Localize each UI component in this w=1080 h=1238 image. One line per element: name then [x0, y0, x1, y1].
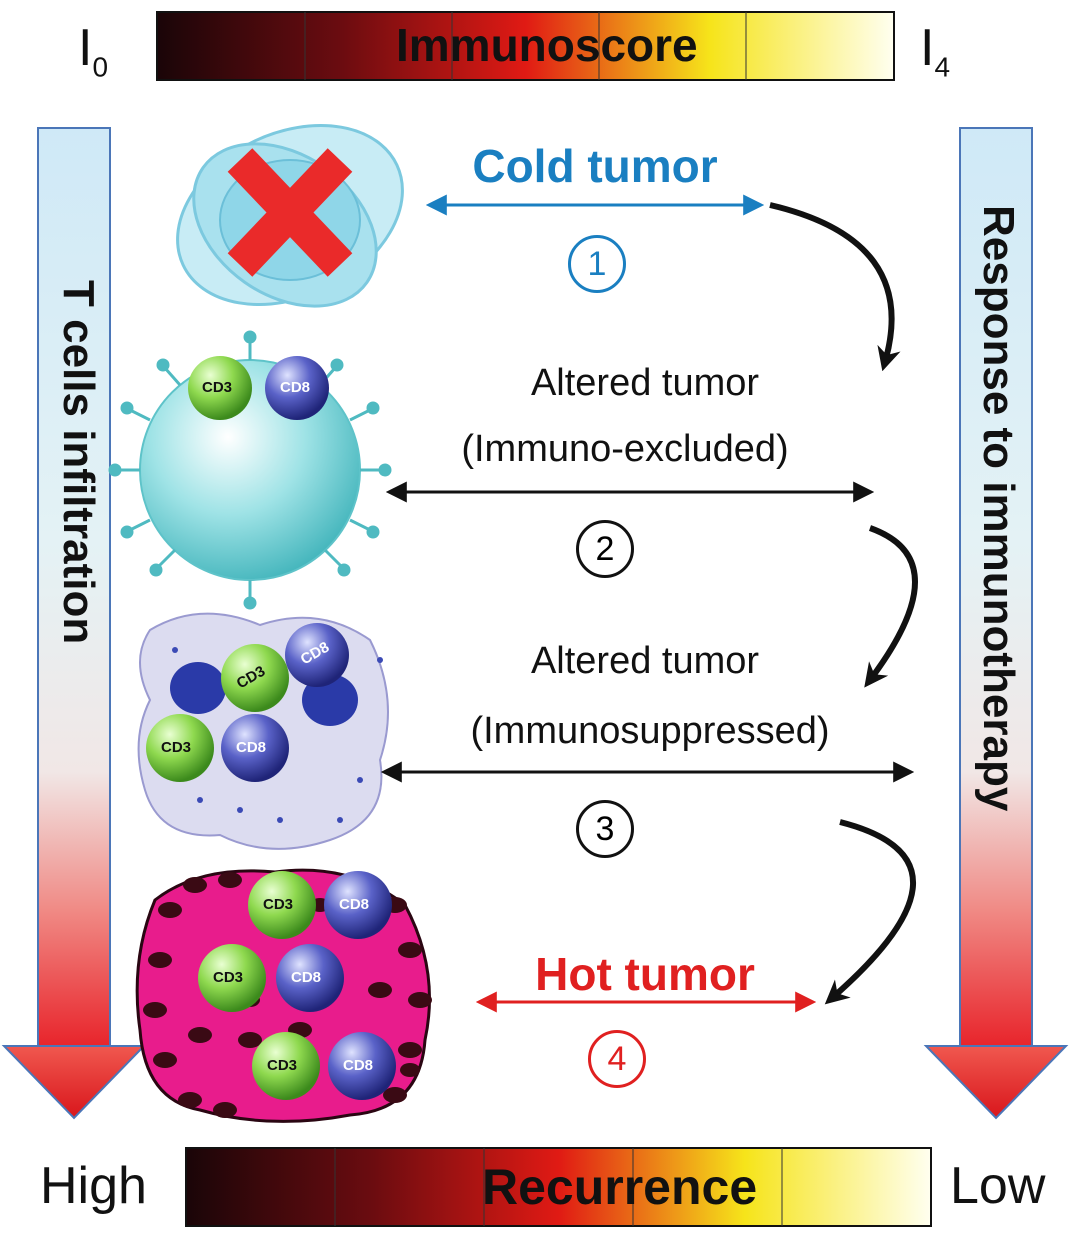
stage-4-number: 4: [588, 1030, 646, 1088]
progression-arrow-1: [769, 202, 901, 372]
t-cells-infiltration-label: T cells infiltration: [54, 280, 103, 645]
cd8-label: CD8: [291, 969, 322, 986]
stage-2-title: Altered tumor: [530, 362, 760, 404]
immuno-excluded-cell-icon: [108, 330, 392, 610]
stage-1-number: 1: [568, 235, 626, 293]
cd3-label: CD3: [213, 969, 244, 986]
cd3-label: CD3: [267, 1057, 298, 1074]
stage-3-title: Altered tumor: [530, 640, 760, 682]
stage-1-title: Cold tumor: [472, 140, 718, 192]
recurrence-title: Recurrence: [482, 1159, 758, 1215]
recurrence-bar: [185, 1147, 932, 1227]
stage-2-number: 2: [576, 520, 634, 578]
cd8-label: CD8: [236, 739, 267, 756]
stage-3-number: 3: [576, 800, 634, 858]
recurrence-high-label: High: [40, 1157, 147, 1215]
response-immunotherapy-arrow: [923, 127, 1069, 1120]
stage-3-subtitle: (Immunosuppressed): [470, 710, 830, 752]
recurrence-low-label: Low: [950, 1157, 1046, 1215]
cold-tumor-cell-icon: [176, 124, 404, 308]
cd3-label: CD3: [263, 896, 294, 913]
cd3-label: CD3: [161, 739, 192, 756]
progression-arrow-3: [824, 819, 916, 1005]
t-cells-infiltration-arrow: [1, 127, 147, 1120]
response-immunotherapy-label: Response to immunotherapy: [974, 205, 1023, 812]
immunoscore-bar: [156, 11, 895, 81]
progression-arrow-2: [864, 525, 918, 688]
cd8-label: CD8: [339, 896, 370, 913]
immunoscore-max-label: I4: [920, 19, 951, 83]
stage-2-subtitle: (Immuno-excluded): [461, 428, 789, 470]
cd8-label: CD8: [343, 1057, 374, 1074]
cd8-label: CD8: [280, 379, 311, 396]
immunoscore-title: Immunoscore: [396, 19, 698, 71]
cd3-label: CD3: [202, 379, 233, 396]
cd-cells: [146, 356, 396, 1100]
stage-4-title: Hot tumor: [535, 948, 755, 1000]
immunoscore-min-label: I0: [78, 19, 109, 83]
